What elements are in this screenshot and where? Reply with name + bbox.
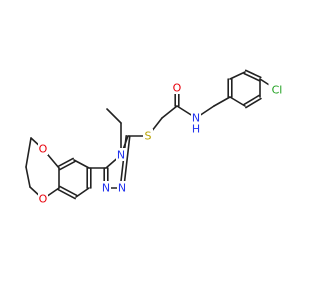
atom-ring-oxygen-top: O — [38, 142, 48, 156]
bond-line-6 — [229, 96, 246, 107]
atom-label-text: N — [117, 149, 125, 162]
atom-ring-oxygen-bottom: O — [38, 192, 48, 206]
bond-line-23 — [122, 135, 131, 190]
atom-label-text: H — [192, 123, 200, 136]
atom-label-text: N — [118, 182, 126, 195]
atom-label-text: Cl — [272, 84, 283, 97]
atom-label-text: S — [145, 130, 152, 143]
bond-line-39 — [25, 137, 32, 168]
atom-label-background — [268, 83, 286, 96]
bond-line-36 — [73, 159, 90, 169]
bond-line-10 — [213, 96, 231, 107]
atom-sulfur: S — [143, 129, 153, 143]
atom-oxygen-carbonyl: O — [172, 81, 182, 95]
atom-label-background — [38, 142, 48, 155]
atom-triazole-n2: N — [117, 181, 127, 195]
bond-line-30 — [75, 187, 90, 198]
bond-line-26 — [106, 108, 122, 124]
atom-label-text: O — [173, 82, 182, 95]
bond-line-31 — [59, 185, 78, 197]
atom-label-text: N — [102, 182, 110, 195]
atom-label-text: N — [192, 112, 200, 125]
atom-label-background — [117, 181, 127, 194]
atom-label-text: O — [39, 193, 48, 206]
atom-triazole-n4: N — [116, 148, 126, 162]
atom-label-background — [191, 111, 201, 135]
bond-line-5 — [245, 97, 262, 109]
atom-label-text: O — [39, 143, 48, 156]
atom-label-background — [172, 81, 182, 94]
atom-amide-nh: NH — [191, 111, 201, 136]
bond-line-32 — [57, 188, 76, 200]
atom-triazole-n1: N — [101, 181, 111, 195]
bond-line-24 — [119, 134, 128, 189]
bond-line-15 — [161, 105, 178, 119]
atom-chlorine: Cl — [268, 83, 286, 97]
atom-label-background — [116, 148, 126, 161]
bond-line-4 — [243, 94, 260, 106]
bond-line-2 — [244, 69, 262, 79]
atom-label-background — [101, 181, 111, 194]
bond-line-35 — [57, 157, 74, 168]
bond-line-1 — [243, 72, 261, 82]
bond-line-34 — [59, 160, 76, 171]
atom-label-background — [143, 129, 153, 142]
atom-label-background — [38, 192, 48, 205]
bond-line-0 — [229, 71, 246, 80]
bond-line-40 — [25, 166, 31, 188]
